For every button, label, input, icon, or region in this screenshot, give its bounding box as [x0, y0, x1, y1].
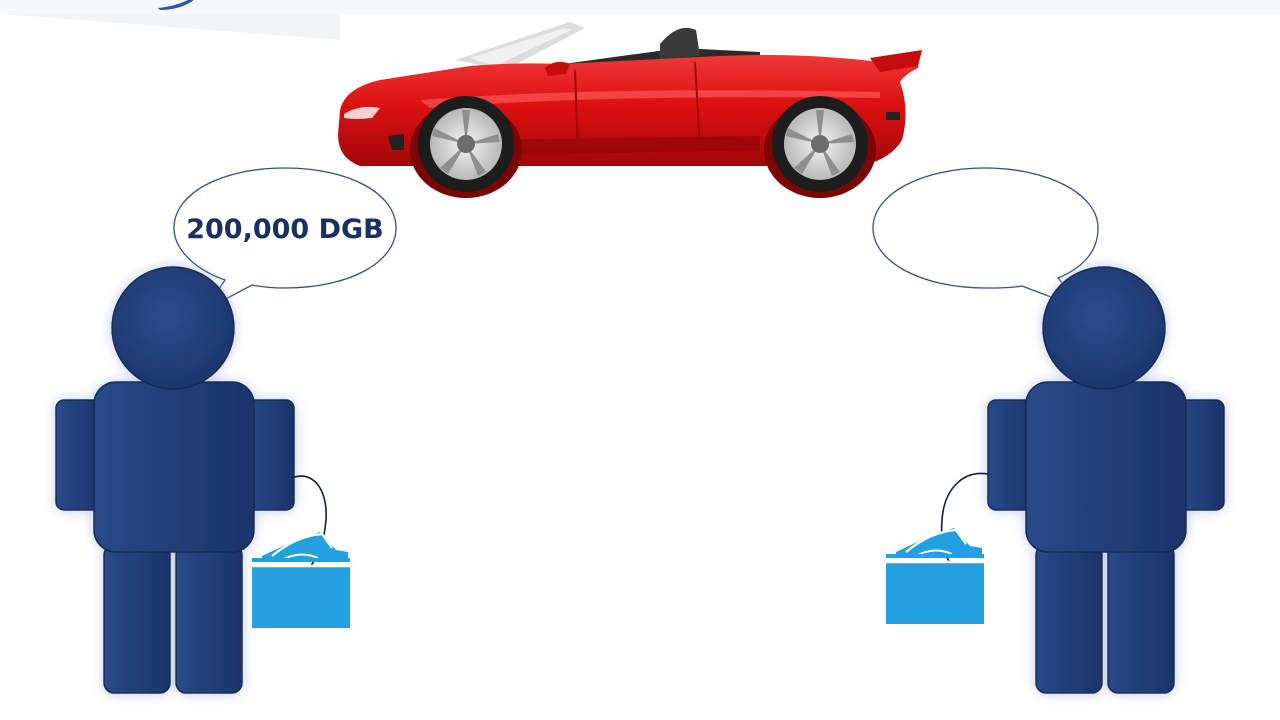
car-front-wheel [418, 96, 514, 192]
left-speech-text: 200,000 DGB [186, 214, 384, 245]
top-banner [0, 0, 1280, 40]
logo-swoosh-icon [158, 0, 194, 10]
left-person-icon [55, 266, 295, 694]
right-person-icon [987, 266, 1225, 694]
sports-car-icon [338, 22, 922, 198]
car-rear-wheel [772, 96, 868, 192]
left-speech-bubble [173, 167, 397, 311]
left-wallet-icon [252, 475, 350, 628]
right-speech-bubble [872, 167, 1099, 312]
right-wallet-icon [886, 472, 989, 624]
